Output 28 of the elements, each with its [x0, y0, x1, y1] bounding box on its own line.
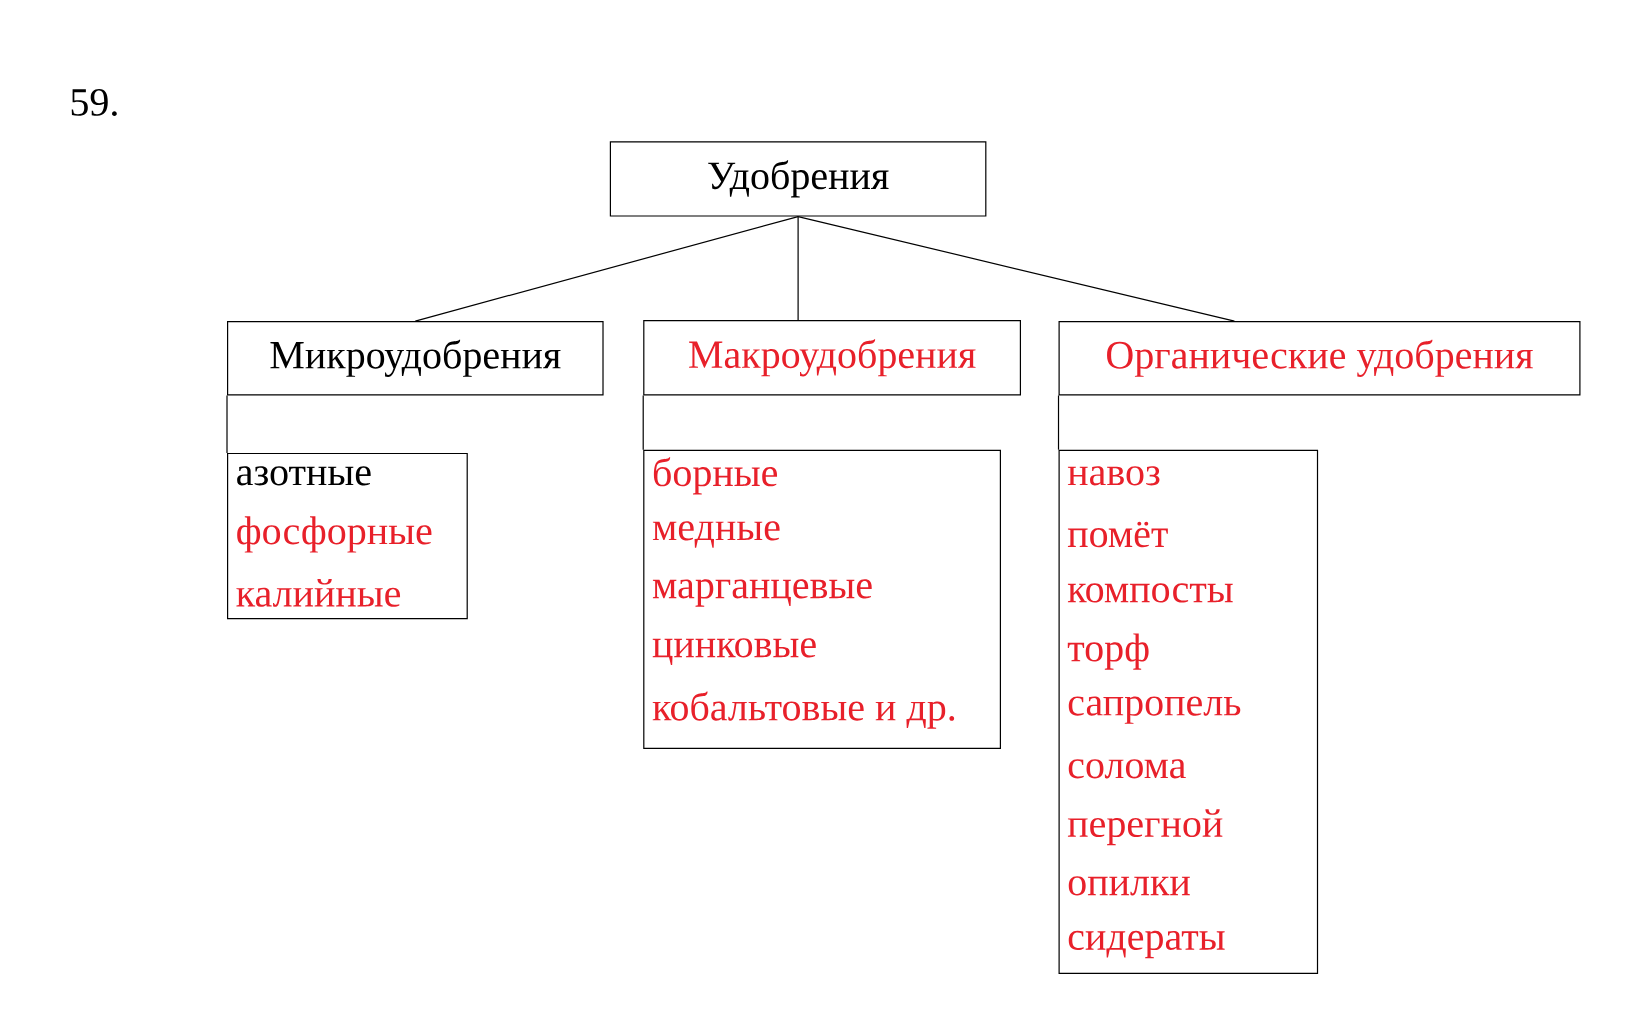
connector-line	[797, 216, 799, 321]
list-item: сидераты	[1068, 930, 1225, 959]
list-item: торф	[1067, 633, 1149, 670]
list-item: азотные	[237, 466, 371, 486]
list-item: фосфорные	[237, 516, 432, 553]
list-item: марганцевые	[652, 579, 872, 607]
list-item: калийные	[236, 579, 401, 607]
list-item: компосты	[1067, 583, 1233, 603]
list-item: борные	[653, 457, 777, 495]
list-item: перегной	[1067, 809, 1223, 846]
connector-line	[414, 216, 799, 322]
list-item: солома	[1068, 759, 1186, 779]
exercise-number: 59.	[71, 89, 117, 116]
list-item: сапропель	[1068, 696, 1241, 724]
list-item: кобальтовые и др.	[652, 691, 955, 729]
connector-line	[1057, 394, 1060, 451]
connector-line	[797, 216, 1236, 322]
connector-line	[642, 394, 644, 451]
list-item: помёт	[1067, 521, 1168, 548]
category-box: Удобрения	[609, 141, 987, 217]
list-item: цинковые	[652, 638, 816, 665]
connector-line	[226, 394, 228, 454]
list-item: опилки	[1068, 876, 1190, 896]
category-box: Макроудобрения	[643, 320, 1021, 396]
category-box: Микроудобрения	[227, 321, 604, 396]
list-item: навоз	[1067, 466, 1160, 486]
list-item: медные	[652, 521, 780, 548]
category-box: Органические удобрения	[1058, 321, 1581, 396]
